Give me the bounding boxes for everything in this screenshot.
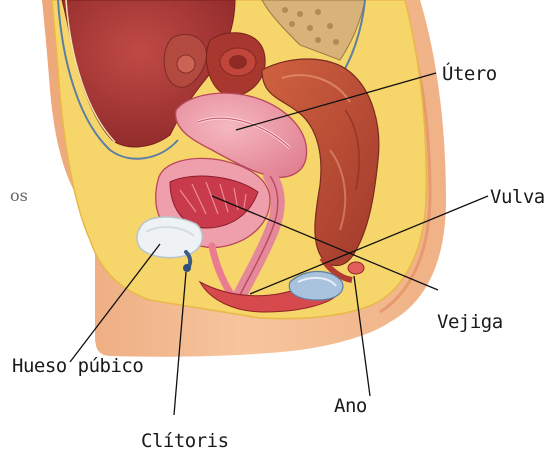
pubic-bone-icon xyxy=(137,217,202,258)
label-clitoris: Clítoris xyxy=(141,430,229,452)
label-utero: Útero xyxy=(442,61,497,85)
label-ano: Ano xyxy=(334,395,367,417)
intestine-loops xyxy=(164,33,265,96)
label-vulva: Vulva xyxy=(490,186,545,208)
label-vejiga: Vejiga xyxy=(437,311,503,333)
label-hueso-pubico: Hueso púbico xyxy=(12,355,143,377)
cut-off-text: os xyxy=(10,186,28,205)
